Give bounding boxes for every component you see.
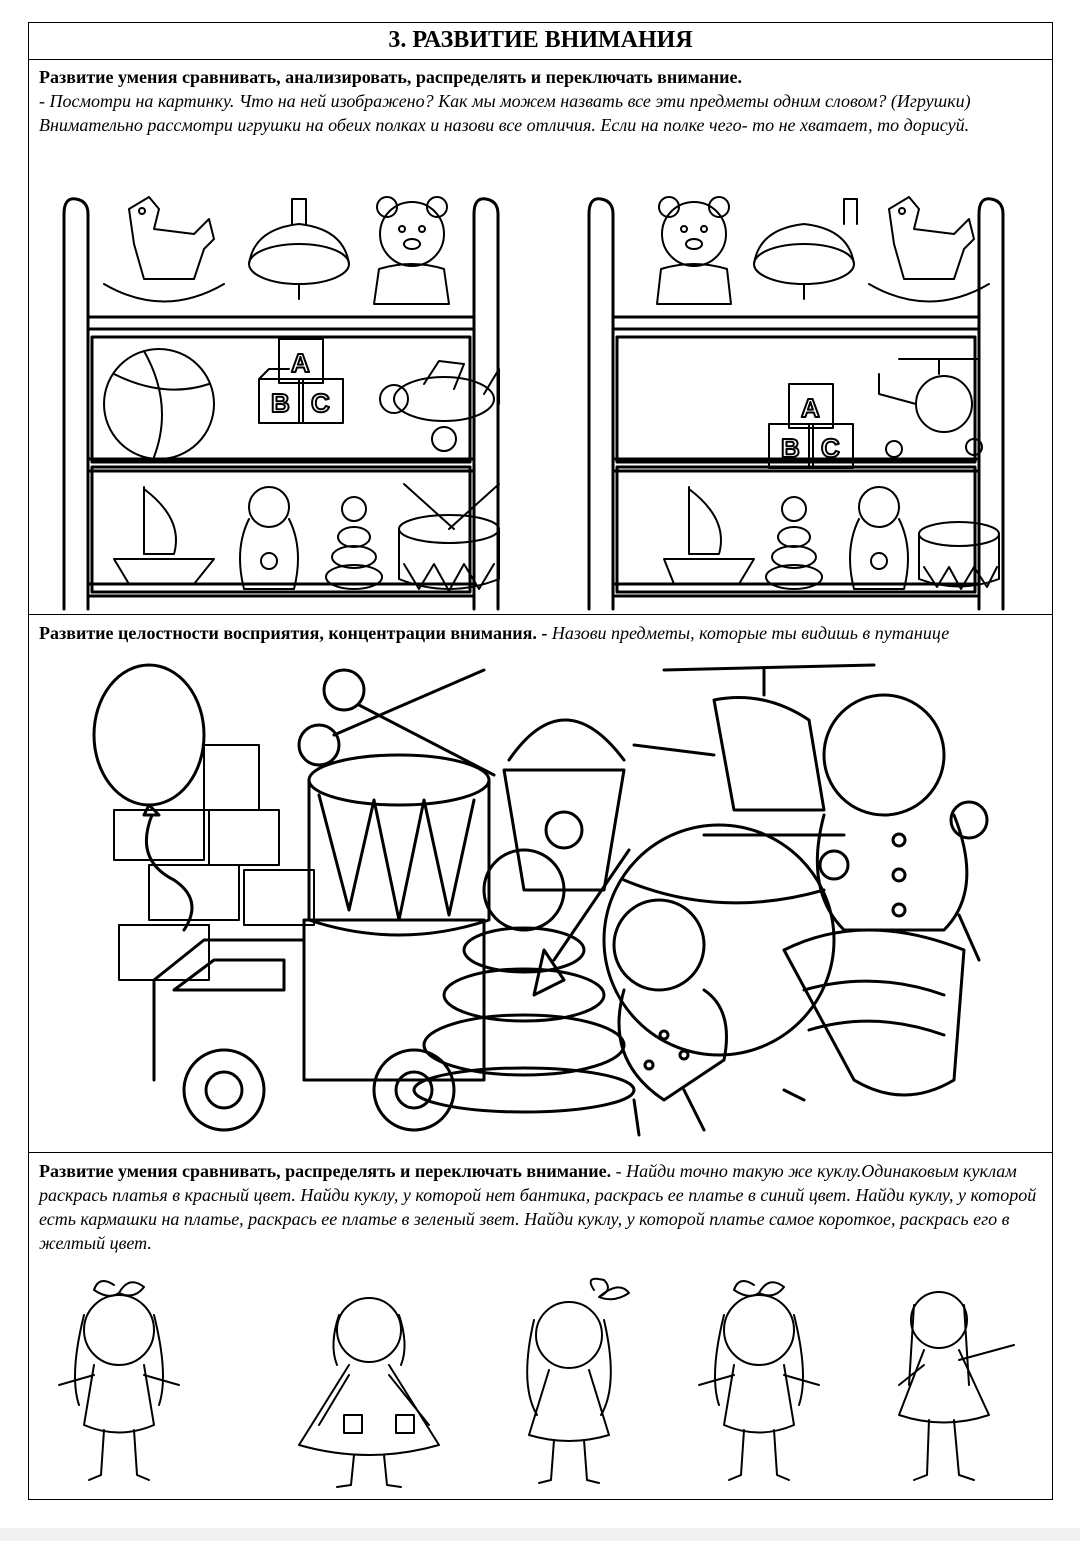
section2-text: Развитие целостности восприятия, концент… <box>39 621 1042 645</box>
letter-cubes-icon: A B C <box>768 383 854 469</box>
doll-1-icon <box>58 1280 180 1481</box>
stacking-pyramid-icon <box>412 848 636 1114</box>
tumbler-doll-icon <box>815 693 989 962</box>
cube-letter-a: A <box>801 393 820 423</box>
doll-2-icon <box>298 1297 440 1488</box>
section-compare-shelves: Развитие умения сравнивать, анализироват… <box>29 59 1052 615</box>
cubes-stack-icon <box>113 744 315 981</box>
left-shelf-illustration: A B C <box>62 196 500 611</box>
toy-boat-icon <box>113 486 215 585</box>
ball-icon <box>602 823 836 1057</box>
page-title: 3. РАЗВИТИЕ ВНИМАНИЯ <box>29 23 1052 60</box>
section1-text: Развитие умения сравнивать, анализироват… <box>39 65 1042 137</box>
stacking-pyramid-icon <box>325 496 383 590</box>
rocking-horse-icon <box>103 196 225 303</box>
cube-letter-c: C <box>311 388 330 418</box>
section3-heading: Развитие умения сравнивать, распределять… <box>39 1161 612 1181</box>
section2-instruction: Назови предметы, которые ты видишь в пут… <box>551 623 950 643</box>
cube-letter-a: A <box>291 348 310 378</box>
drumsticks-icon <box>297 668 496 777</box>
worksheet-page: 3. РАЗВИТИЕ ВНИМАНИЯ Развитие умения сра… <box>28 22 1053 1500</box>
toy-truck-icon <box>152 918 486 1132</box>
section-find-dolls: Развитие умения сравнивать, распределять… <box>29 1153 1052 1499</box>
doll-3-icon <box>526 1277 630 1484</box>
section2-heading: Развитие целостности восприятия, концент… <box>39 623 548 643</box>
spinning-top-icon <box>782 928 966 1102</box>
doll-icon <box>612 898 728 1137</box>
toy-airplane-icon <box>379 360 500 452</box>
right-shelf-illustration: A B C <box>587 196 1005 611</box>
stacking-pyramid-icon <box>765 496 823 590</box>
letter-cubes-icon: A B C <box>258 338 344 424</box>
matryoshka-icon <box>239 486 299 590</box>
cube-letter-b: B <box>781 433 800 463</box>
section3-instruction: - Найди точно такую же куклу.Одинаковым … <box>39 1161 1037 1253</box>
bottom-band <box>0 1528 1080 1541</box>
section1-instruction: - Посмотри на картинку. Что на ней изобр… <box>39 91 971 135</box>
bucket-icon <box>502 718 626 892</box>
cube-letter-b: B <box>271 388 290 418</box>
section3-text: Развитие умения сравнивать, распределять… <box>39 1159 1042 1255</box>
cube-letter-c: C <box>821 433 840 463</box>
rocking-horse-icon <box>868 196 990 303</box>
spinning-top-icon <box>753 198 858 300</box>
matryoshka-icon <box>849 486 909 590</box>
tangled-toys-illustration <box>92 663 989 1137</box>
drum-icon <box>307 753 491 937</box>
toy-helicopter-icon <box>878 358 983 458</box>
dolls-illustration <box>58 1277 1015 1488</box>
section1-heading: Развитие умения сравнивать, анализироват… <box>39 67 742 87</box>
ball-icon <box>103 348 215 460</box>
doll-5-icon <box>898 1291 1015 1481</box>
spinning-top-icon <box>248 198 350 300</box>
section-tangled-objects: Развитие целостности восприятия, концент… <box>29 615 1052 1153</box>
teddy-bear-icon <box>373 196 450 305</box>
teddy-bear-icon <box>656 196 732 305</box>
doll-4-icon <box>698 1280 820 1481</box>
toy-boat-icon <box>663 486 755 585</box>
helicopter-icon <box>632 663 876 881</box>
drum-icon <box>398 483 500 592</box>
drum-icon <box>918 521 1000 590</box>
